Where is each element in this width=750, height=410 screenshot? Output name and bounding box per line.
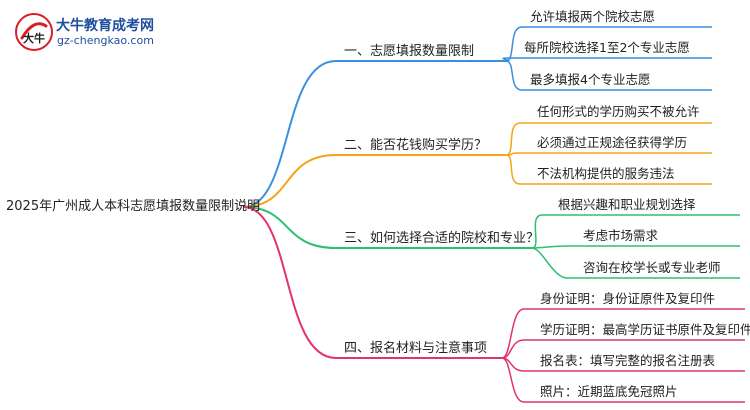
branch-2-item-3-connector xyxy=(505,154,521,185)
logo: 大牛 大牛教育成考网 gz-chengkao.com xyxy=(14,12,214,56)
branch-1-connector xyxy=(242,60,337,208)
branch-1-item-1-connector xyxy=(505,26,523,62)
logo-url: gz-chengkao.com xyxy=(57,34,154,47)
branch-4-item-1-connector xyxy=(501,308,525,359)
branch-2-label: 二、能否花钱购买学历？ xyxy=(344,138,488,153)
branch-2-item-3: 不法机构提供的服务违法 xyxy=(537,166,675,181)
branch-2-item-1: 任何形式的学历购买不被允许 xyxy=(537,104,700,119)
branch-1-item-2: 每所院校选择1至2个专业志愿 xyxy=(524,40,690,55)
branch-3-item-1: 根据兴趣和职业规划选择 xyxy=(558,197,696,212)
branch-2-item-1-connector xyxy=(505,122,521,156)
branch-4-item-2-connector xyxy=(501,339,525,359)
branch-4-label: 四、报名材料与注意事项 xyxy=(344,341,488,356)
branch-4-item-4-connector xyxy=(501,357,525,403)
branch-4-item-1: 身份证明：身份证原件及复印件 xyxy=(540,291,716,306)
branch-4-item-4: 照片：近期蓝底免冠照片 xyxy=(540,384,678,399)
branch-1-label: 一、志愿填报数量限制 xyxy=(344,44,475,59)
branch-4-item-3: 报名表：填写完整的报名注册表 xyxy=(540,353,716,368)
branch-3-label: 三、如何选择合适的院校和专业？ xyxy=(344,231,540,246)
branch-1-item-3-connector xyxy=(505,60,523,91)
branch-4-item-2: 学历证明：最高学历证书原件及复印件 xyxy=(540,322,750,337)
branch-2-item-2: 必须通过正规途径获得学历 xyxy=(537,135,688,150)
logo-title: 大牛教育成考网 xyxy=(56,18,154,34)
branch-3-item-3-connector xyxy=(531,247,568,279)
root-topic: 2025年广州成人本科志愿填报数量限制说明 xyxy=(6,199,261,214)
logo-mark-icon: 大牛 xyxy=(15,13,53,51)
branch-3-connector xyxy=(242,206,337,249)
branch-3-item-2: 考虑市场需求 xyxy=(583,228,659,243)
branch-1-item-3: 最多填报4个专业志愿 xyxy=(530,72,651,87)
branch-2-connector xyxy=(242,154,337,208)
branch-1-item-1: 允许填报两个院校志愿 xyxy=(530,9,656,24)
branch-4-connector xyxy=(242,206,337,359)
branch-3-item-3: 咨询在校学长或专业老师 xyxy=(583,260,721,275)
branch-3-item-1-connector xyxy=(531,214,543,249)
logo-mark-text: 大牛 xyxy=(23,31,45,45)
